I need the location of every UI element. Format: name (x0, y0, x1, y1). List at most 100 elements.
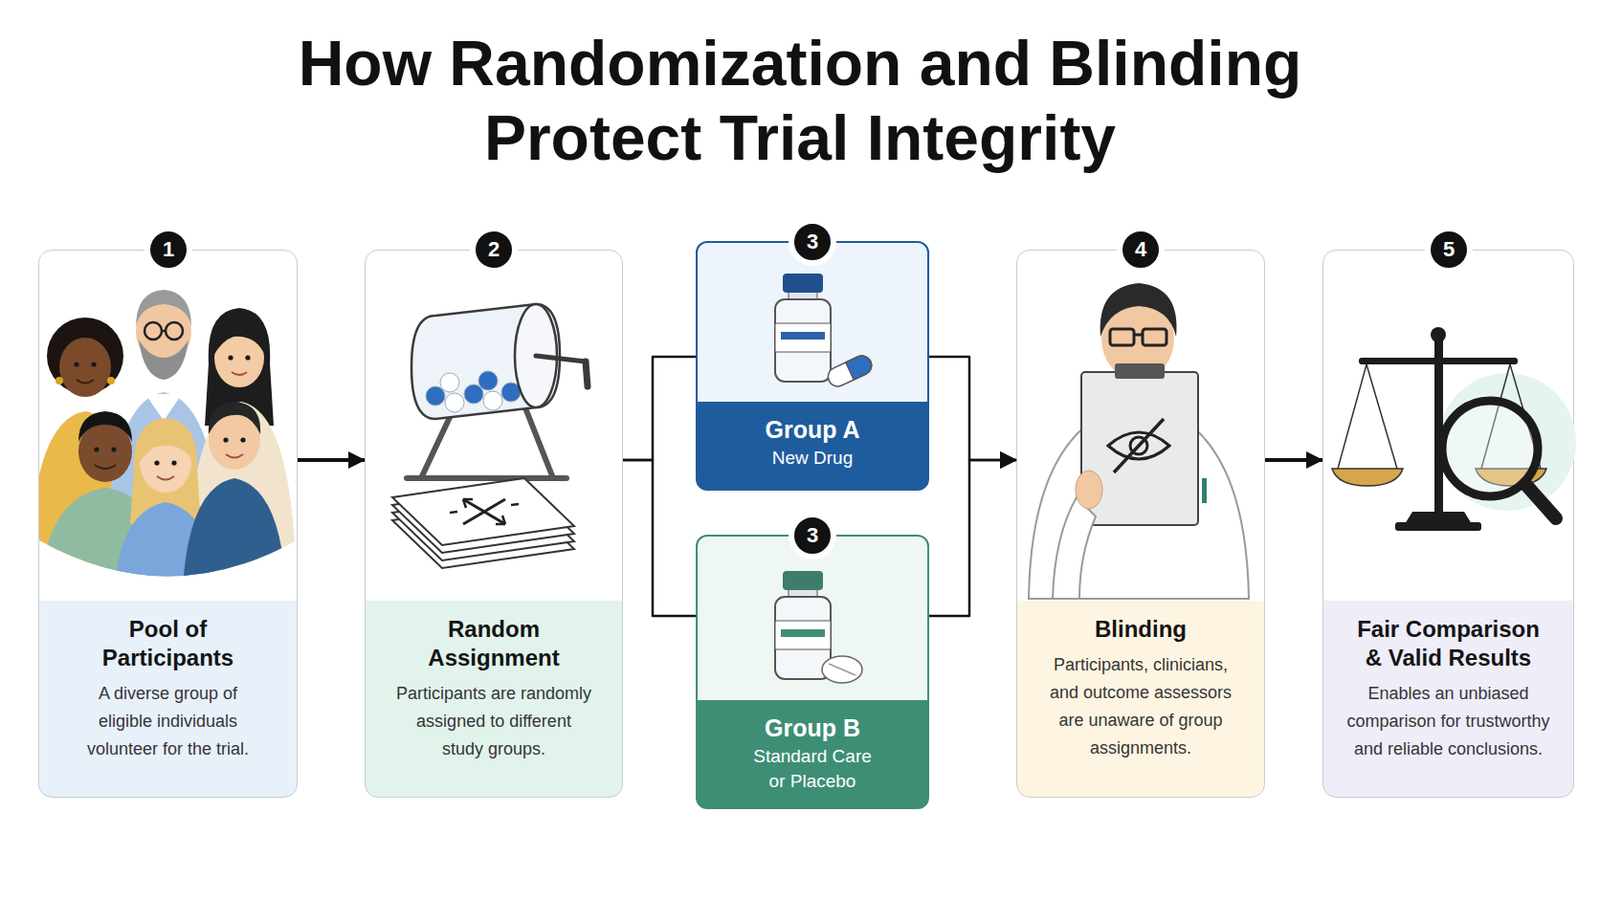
node-text-block: Random AssignmentParticipants are random… (365, 615, 623, 764)
scales-illustration (1332, 327, 1577, 532)
participants-illustration-part (90, 361, 96, 367)
scales-illustration-part (1442, 400, 1538, 497)
lottery-drum-illustration-part (440, 373, 460, 393)
control-vial-illustration-part (822, 656, 863, 684)
lottery-drum-illustration-part (411, 304, 560, 420)
participants-illustration-part (73, 361, 79, 367)
drug-vial-illustration-part-part (824, 353, 875, 390)
drug-vial-illustration-part (775, 323, 831, 353)
flow-arrow (929, 356, 1017, 461)
lottery-drum-illustration-part (392, 478, 575, 546)
scales-illustration-part (1404, 511, 1472, 525)
node-description: Standard Care or Placebo (748, 744, 878, 795)
lottery-drum-illustration-part (483, 391, 503, 411)
diagram-title: How Randomization and Blinding Protect T… (225, 25, 1375, 176)
blinded-clinician-illustration-part (1081, 372, 1199, 526)
control-vial-illustration (775, 571, 863, 684)
lottery-drum-illustration-part (449, 511, 458, 513)
participants-illustration-part (231, 372, 247, 376)
node-heading: Group A (707, 415, 918, 445)
step-card: Fair Comparison & Valid ResultsEnables a… (1322, 249, 1575, 799)
control-vial-illustration-part (828, 664, 856, 676)
lottery-drum-illustration-part (392, 501, 575, 569)
control-vial-illustration-part (780, 629, 825, 638)
participants-illustration-part (94, 465, 116, 469)
blinded-clinician-illustration-part (1052, 497, 1096, 600)
node-description: Participants, clinicians, and outcome as… (1044, 651, 1237, 763)
participants-illustration-part (222, 437, 228, 443)
node-text-block: BlindingParticipants, clinicians, and ou… (1017, 615, 1265, 763)
blinded-clinician-illustration-part (1110, 405, 1168, 498)
scales-illustration-part (1395, 522, 1482, 532)
blinded-clinician-illustration-part (1028, 401, 1249, 600)
participants-illustration-part (144, 322, 162, 340)
participants-illustration-part (181, 478, 288, 613)
connector-line (622, 356, 696, 461)
scales-illustration-part (1438, 373, 1577, 512)
lottery-drum-illustration-part (511, 504, 519, 506)
scales-illustration-part (1475, 468, 1547, 487)
participants-illustration-part (139, 427, 193, 462)
drug-vial-illustration-part-part (845, 353, 875, 380)
participants-illustration-part (135, 300, 192, 364)
drug-vial-illustration-part (788, 288, 818, 301)
participants-illustration-part (76, 379, 94, 384)
node-description: Enables an unbiased comparison for trust… (1340, 680, 1556, 764)
participants-illustration-part (46, 317, 124, 395)
node-description: A diverse group of eligible individuals … (77, 680, 260, 764)
participants-illustration (28, 289, 297, 613)
lottery-drum-illustration-part (478, 371, 498, 391)
blinded-clinician-illustration-part (1127, 417, 1151, 517)
lottery-drum-illustration-part (463, 499, 506, 525)
lottery-drum-illustration-part (585, 361, 588, 387)
node-heading: Pool of Participants (87, 615, 250, 673)
step-card: Pool of Participants A diverse group of e… (38, 249, 298, 799)
blinded-clinician-illustration-part (1130, 437, 1148, 455)
lottery-drum-illustration-part (406, 475, 567, 482)
blinded-clinician-illustration-part (1101, 296, 1175, 381)
participants-illustration-part (208, 401, 261, 435)
node-text-block: Pool of Participants A diverse group of e… (39, 615, 297, 764)
participants-illustration-part (240, 437, 245, 443)
lottery-drum-illustration-part (514, 304, 557, 408)
participants-illustration-part (130, 418, 201, 525)
step-card: BlindingParticipants, clinicians, and ou… (1016, 249, 1266, 799)
lottery-drum-illustration-part (392, 493, 575, 561)
node-description: Participants are randomly assigned to di… (395, 680, 594, 764)
blinded-clinician-illustration-part (1201, 478, 1207, 504)
node-text-block: Group BStandard Care or Placebo (697, 713, 928, 795)
participants-illustration-part (135, 289, 192, 328)
drug-vial-illustration (775, 273, 875, 390)
participants-illustration-part (186, 401, 297, 594)
blinded-clinician-illustration-part (1100, 283, 1178, 337)
lottery-drum-illustration-part (463, 499, 506, 525)
participants-illustration-part (208, 410, 261, 470)
connector-layer (297, 356, 1323, 617)
drug-vial-illustration-part (775, 299, 831, 382)
lottery-drum-illustration-part (444, 393, 465, 413)
callout-number: 2 (469, 225, 518, 274)
blinded-clinician-illustration (1028, 283, 1249, 600)
callout-number: 4 (1116, 225, 1165, 274)
flow-arrow (1265, 458, 1323, 463)
participants-illustration-part (59, 337, 112, 398)
blinded-clinician-illustration-part (1075, 470, 1103, 510)
blinded-clinician-illustration-part (1133, 333, 1143, 337)
participants-illustration-part (138, 339, 189, 380)
participants-illustration-part (165, 322, 183, 340)
node-heading: Fair Comparison & Valid Results (1350, 615, 1547, 673)
blinded-clinician-illustration-part (1113, 419, 1164, 473)
participants-illustration-part (213, 321, 266, 356)
lottery-drum-illustration-part (464, 384, 484, 404)
participants-illustration-part (28, 411, 142, 594)
blinded-clinician-illustration-part (1108, 432, 1170, 460)
participants-illustration-part (156, 476, 175, 481)
scales-illustration-part (1358, 357, 1518, 365)
control-vial-illustration-part (782, 571, 823, 591)
scales-illustration-part (1430, 327, 1446, 343)
node-text-block: Fair Comparison & Valid ResultsEnables a… (1323, 615, 1574, 764)
scales-illustration-part (1481, 364, 1541, 469)
callout-number: 3 (788, 511, 837, 560)
control-vial-illustration-part (788, 586, 818, 599)
